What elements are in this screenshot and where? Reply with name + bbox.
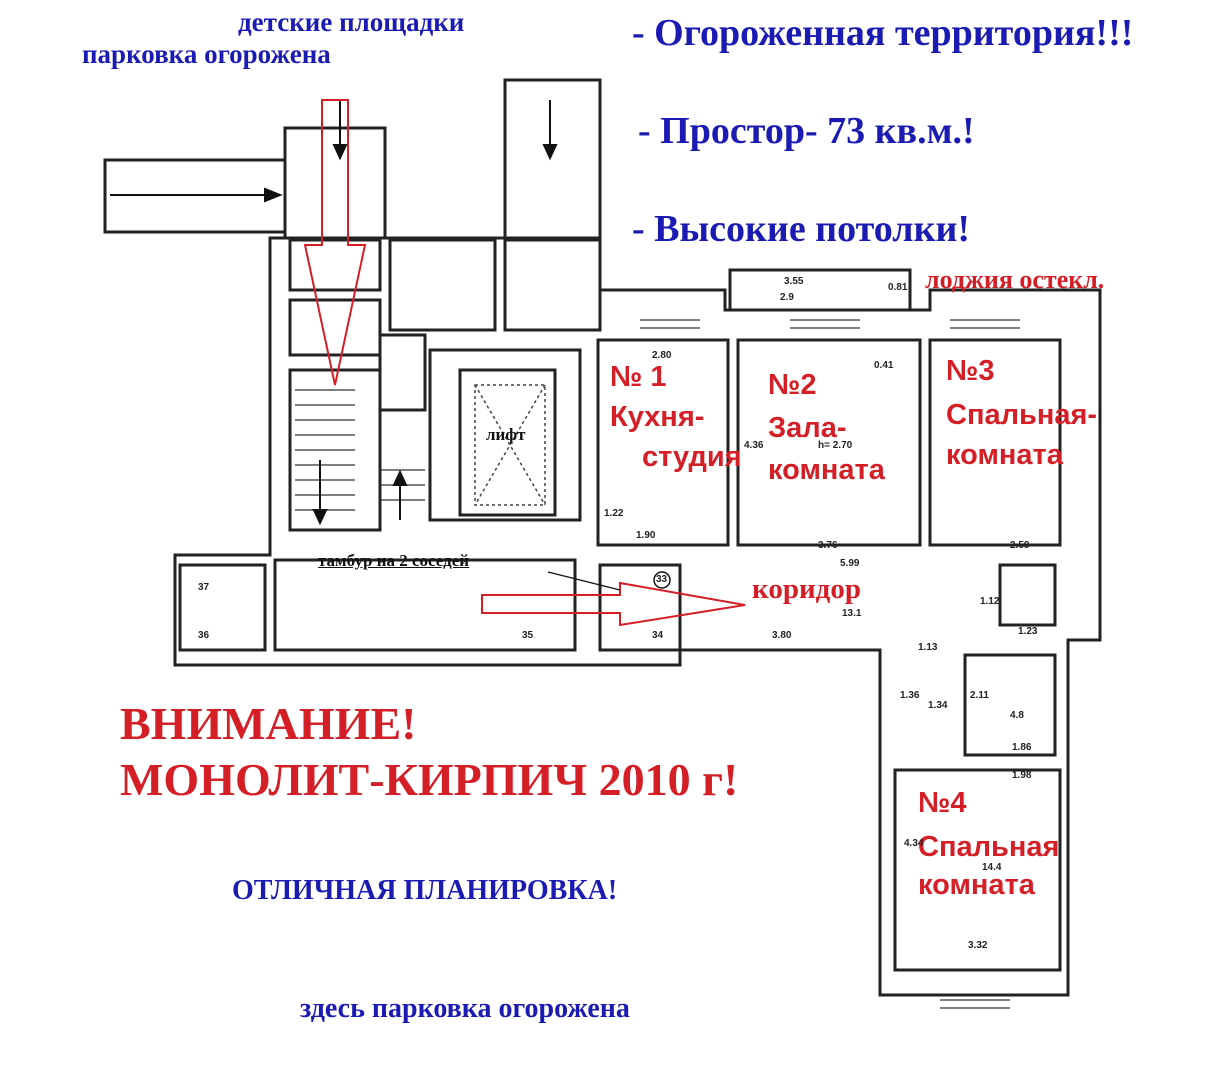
room-37-outline (178, 563, 267, 652)
dimension: 3.76 (818, 540, 838, 551)
dimension: 1.98 (1012, 770, 1032, 781)
room-4-name-line1: Спальная (918, 831, 1060, 863)
room-2-outline (736, 338, 922, 547)
layout-note: ОТЛИЧНАЯ ПЛАНИРОВКА! (232, 875, 618, 906)
room-1-name-line1: Кухня- (610, 401, 705, 433)
dimension: 4.34 (904, 838, 924, 849)
dimension: 14.4 (982, 862, 1002, 873)
loggia-outline (728, 268, 912, 312)
dimension: 0.41 (874, 360, 894, 371)
staircase (288, 368, 382, 532)
corridor-label: коридор (752, 573, 861, 605)
vestibule-label: тамбур на 2 соседей (318, 551, 470, 570)
dimension: 1.36 (900, 690, 920, 701)
dimension: 36 (198, 630, 210, 641)
dimension: h= 2.70 (818, 440, 853, 451)
dimension: 3.55 (784, 276, 804, 287)
entry-arrow-red (303, 99, 367, 386)
elevator-label: лифт (486, 425, 526, 444)
dimension: 5.99 (840, 558, 860, 569)
room-2-name-line2: комната (768, 454, 885, 486)
dimension: 2.9 (780, 292, 794, 303)
room-1-name-line2: студия (642, 441, 742, 473)
stair-landing-a (288, 238, 382, 292)
room-4-outline (893, 768, 1062, 972)
room-3-name-line1: Спальная- (946, 399, 1098, 431)
dimension: 1.23 (1018, 626, 1038, 637)
room-1-number: № 1 (610, 361, 667, 393)
outer-wall (173, 236, 1102, 997)
dimension: 2.80 (652, 350, 672, 361)
dimension: 3.32 (968, 940, 988, 951)
dimension: 13.1 (842, 608, 862, 619)
dimension: 1.13 (918, 642, 938, 653)
dimension: 1.22 (604, 508, 624, 519)
room-1-outline (596, 338, 730, 547)
room-service-a (388, 238, 497, 332)
dimension: 1.90 (636, 530, 656, 541)
elevator-shaft (458, 368, 557, 517)
dimension: 1.86 (1012, 742, 1032, 753)
room-3-outline (928, 338, 1062, 547)
room-4-number: №4 (918, 787, 967, 819)
dimension: 1.12 (980, 596, 1000, 607)
shaft-top-right (503, 78, 602, 242)
parking-bottom-label: здесь парковка огорожена (300, 993, 630, 1024)
feature-space: - Простор- 73 кв.м.! (638, 110, 975, 152)
room-2-number: №2 (768, 369, 817, 401)
dimension: 3.80 (772, 630, 792, 641)
room-4-name-line2: комната (918, 869, 1035, 901)
dimension: 35 (522, 630, 534, 641)
dimension: 1.34 (928, 700, 948, 711)
dimension: 4.8 (1010, 710, 1024, 721)
feature-fenced: - Огороженная территория!!! (632, 12, 1134, 54)
vestibule-outline (273, 558, 577, 652)
dimension: 33 (656, 574, 668, 585)
elevator-hall (428, 348, 582, 522)
loggia-label: лоджия остекл. (925, 265, 1105, 294)
parking-top-label: парковка огорожена (82, 39, 331, 69)
dimension: 4.36 (744, 440, 764, 451)
dimension: 2.11 (970, 690, 989, 701)
vestibule-arrow-red (481, 581, 746, 627)
room-3-name-line2: комната (946, 439, 1063, 471)
room-service-b (503, 238, 602, 332)
stair-landing-b (288, 298, 382, 357)
dimension: 34 (652, 630, 664, 641)
notice-line2: МОНОЛИТ-КИРПИЧ 2010 г! (120, 754, 739, 805)
dimension: 2.59 (1010, 540, 1030, 551)
small-room (378, 333, 427, 412)
playgrounds-label: детские площадки (238, 7, 465, 37)
dimension: 0.81 (888, 282, 908, 293)
dimension: 37 (198, 582, 210, 593)
room-2-name-line1: Зала- (768, 412, 847, 444)
room-3-number: №3 (946, 355, 995, 387)
feature-ceilings: - Высокие потолки! (632, 208, 971, 250)
notice-line1: ВНИМАНИЕ! (120, 698, 417, 749)
wc-outline (963, 653, 1057, 757)
room-34-outline (598, 563, 682, 652)
bath-outline (998, 563, 1057, 627)
